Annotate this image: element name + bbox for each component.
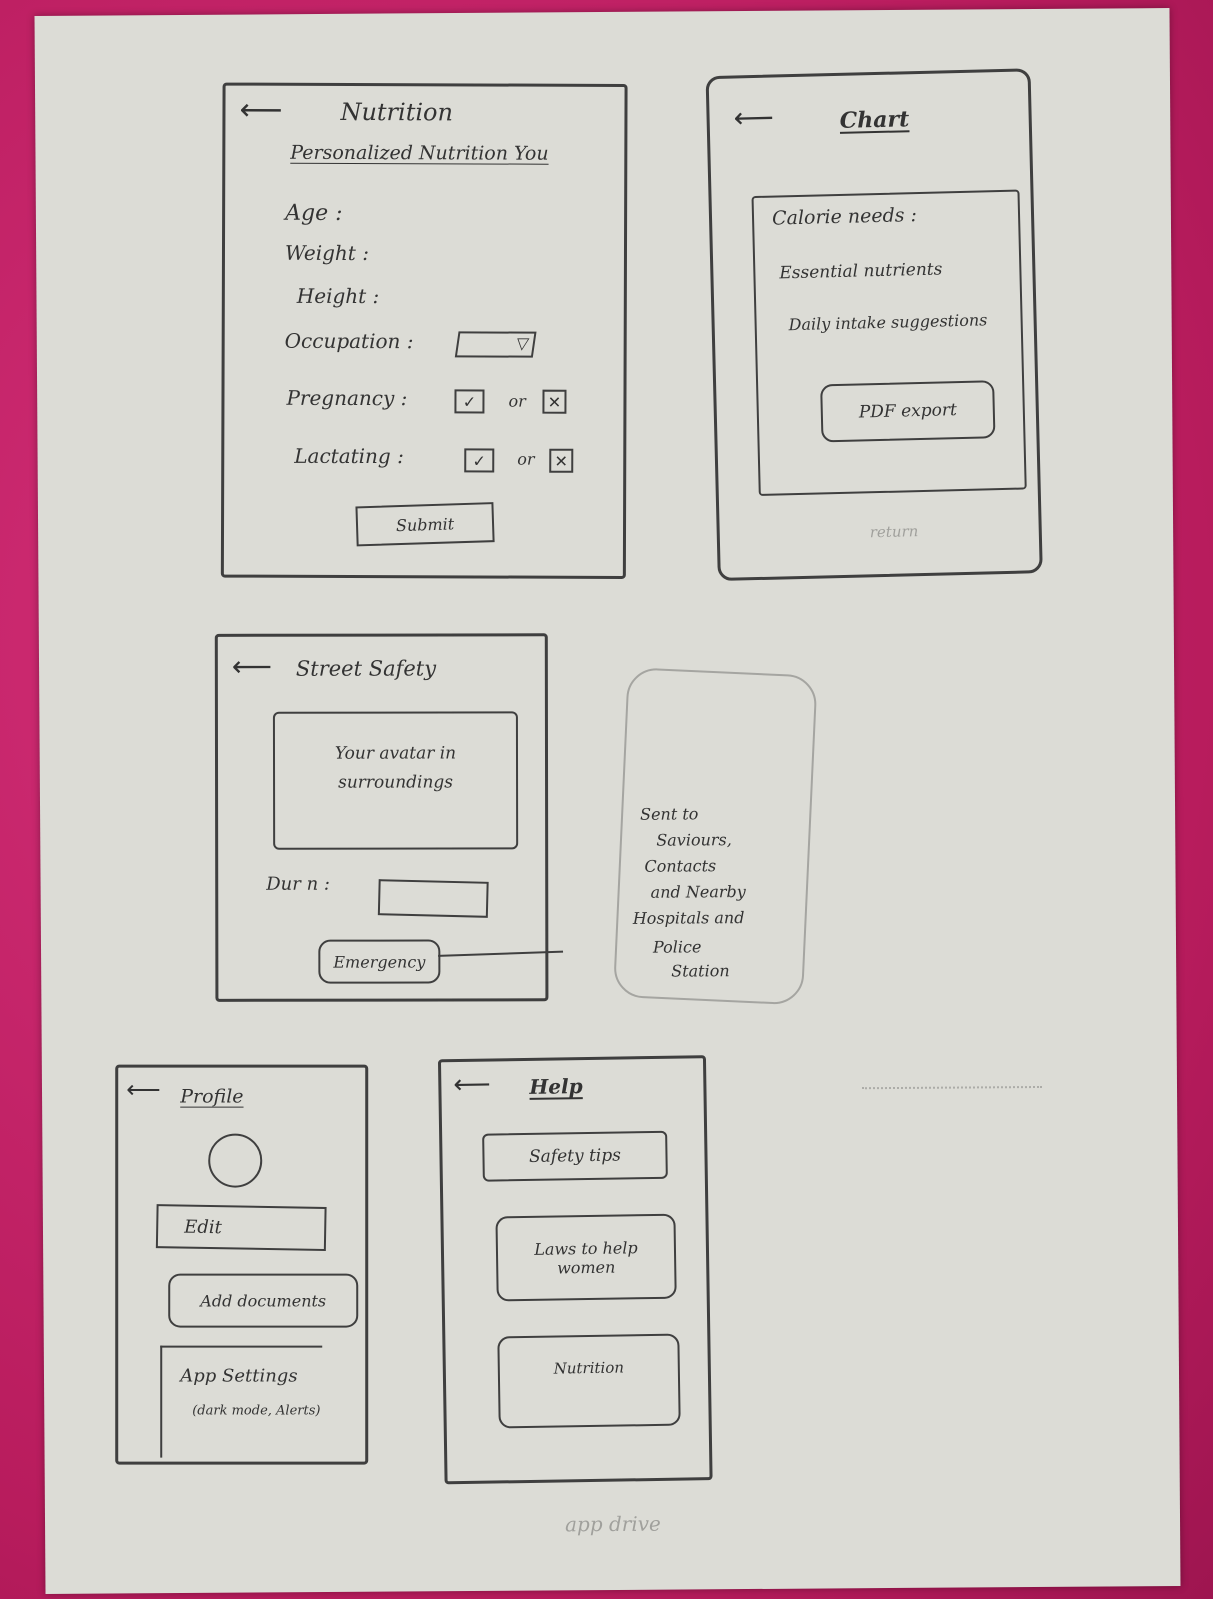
- pregnancy-label: Pregnancy :: [286, 385, 408, 411]
- duration-input[interactable]: [377, 879, 489, 918]
- occupation-label: Occupation :: [284, 328, 414, 354]
- calorie-needs-label: Calorie needs :: [771, 204, 918, 230]
- pregnancy-no-checkbox[interactable]: ✕: [542, 389, 567, 414]
- pregnancy-yes-checkbox[interactable]: ✓: [454, 389, 485, 414]
- occupation-dropdown[interactable]: ▽: [454, 331, 537, 358]
- nutrition-title: Nutrition: [340, 97, 454, 127]
- weight-label: Weight :: [284, 240, 370, 266]
- edit-button[interactable]: Edit: [155, 1204, 327, 1252]
- emergency-button[interactable]: Emergency: [318, 939, 441, 984]
- app-settings-label: App Settings: [180, 1365, 298, 1387]
- street-safety-screen: ⟵ Street Safety Your avatar in surroundi…: [214, 633, 549, 1002]
- avatar-circle-icon[interactable]: [208, 1133, 263, 1188]
- street-safety-title: Street Safety: [295, 656, 437, 681]
- return-link[interactable]: return: [869, 522, 919, 542]
- or-text: or: [508, 391, 526, 411]
- profile-screen: ⟵ Profile Edit Add documents App Setting…: [115, 1064, 369, 1465]
- chart-title: Chart: [839, 106, 910, 134]
- safety-tips-button[interactable]: Safety tips: [482, 1130, 668, 1182]
- duration-label: Dur n :: [266, 873, 330, 895]
- lactating-yes-checkbox[interactable]: ✓: [464, 448, 495, 473]
- back-arrow-icon[interactable]: ⟵: [239, 92, 283, 128]
- daily-intake-label: Daily intake suggestions: [788, 310, 988, 335]
- chart-screen: ⟵ Chart Calorie needs : Essential nutrie…: [705, 68, 1043, 582]
- help-title: Help: [529, 1074, 583, 1099]
- footer-caption: app drive: [564, 1511, 661, 1537]
- dropdown-arrow-icon: ▽: [515, 333, 531, 353]
- laws-button[interactable]: Laws to help women: [495, 1213, 677, 1302]
- nutrition-subtitle: Personalized Nutrition You: [290, 141, 549, 165]
- or-text: or: [517, 449, 535, 469]
- emergency-note-text: Sent to Saviours, Contacts and Nearby Ho…: [633, 801, 801, 984]
- profile-title: Profile: [180, 1085, 244, 1108]
- help-screen: ⟵ Help Safety tips Laws to help women Nu…: [437, 1055, 713, 1485]
- note-line: and Nearby: [650, 882, 746, 902]
- pdf-export-button[interactable]: PDF export: [820, 380, 996, 443]
- note-line: Saviours,: [656, 830, 732, 850]
- note-line: Sent to: [640, 804, 699, 824]
- back-arrow-icon[interactable]: ⟵: [231, 649, 273, 683]
- lactating-no-checkbox[interactable]: ✕: [549, 448, 574, 473]
- note-line: Station: [671, 961, 730, 981]
- nutrition-screen: ⟵ Nutrition Personalized Nutrition You A…: [220, 82, 628, 579]
- note-line: Police: [652, 937, 702, 957]
- height-label: Height :: [296, 283, 380, 309]
- note-line: Hospitals and: [632, 908, 745, 928]
- sketch-paper: ⟵ Nutrition Personalized Nutrition You A…: [34, 8, 1181, 1594]
- essential-nutrients-label: Essential nutrients: [779, 259, 943, 284]
- back-arrow-icon[interactable]: ⟵: [453, 1069, 491, 1101]
- submit-button[interactable]: Submit: [355, 502, 495, 547]
- faint-scribble-line: [862, 1085, 1043, 1090]
- add-documents-button[interactable]: Add documents: [168, 1273, 359, 1328]
- back-arrow-icon[interactable]: ⟵: [733, 100, 775, 135]
- back-arrow-icon[interactable]: ⟵: [126, 1075, 161, 1104]
- note-line: Contacts: [644, 856, 717, 876]
- age-label: Age :: [285, 200, 343, 226]
- nutrition-help-button[interactable]: Nutrition: [497, 1333, 681, 1429]
- surroundings-map-panel: Your avatar in surroundings: [272, 711, 519, 850]
- app-settings-button[interactable]: App Settings (dark mode, Alerts): [160, 1345, 323, 1458]
- lactating-label: Lactating :: [294, 443, 404, 469]
- app-settings-sub-label: (dark mode, Alerts): [192, 1403, 321, 1419]
- surroundings-text: Your avatar in surroundings: [334, 743, 457, 793]
- chart-content-panel: Calorie needs : Essential nutrients Dail…: [751, 189, 1027, 496]
